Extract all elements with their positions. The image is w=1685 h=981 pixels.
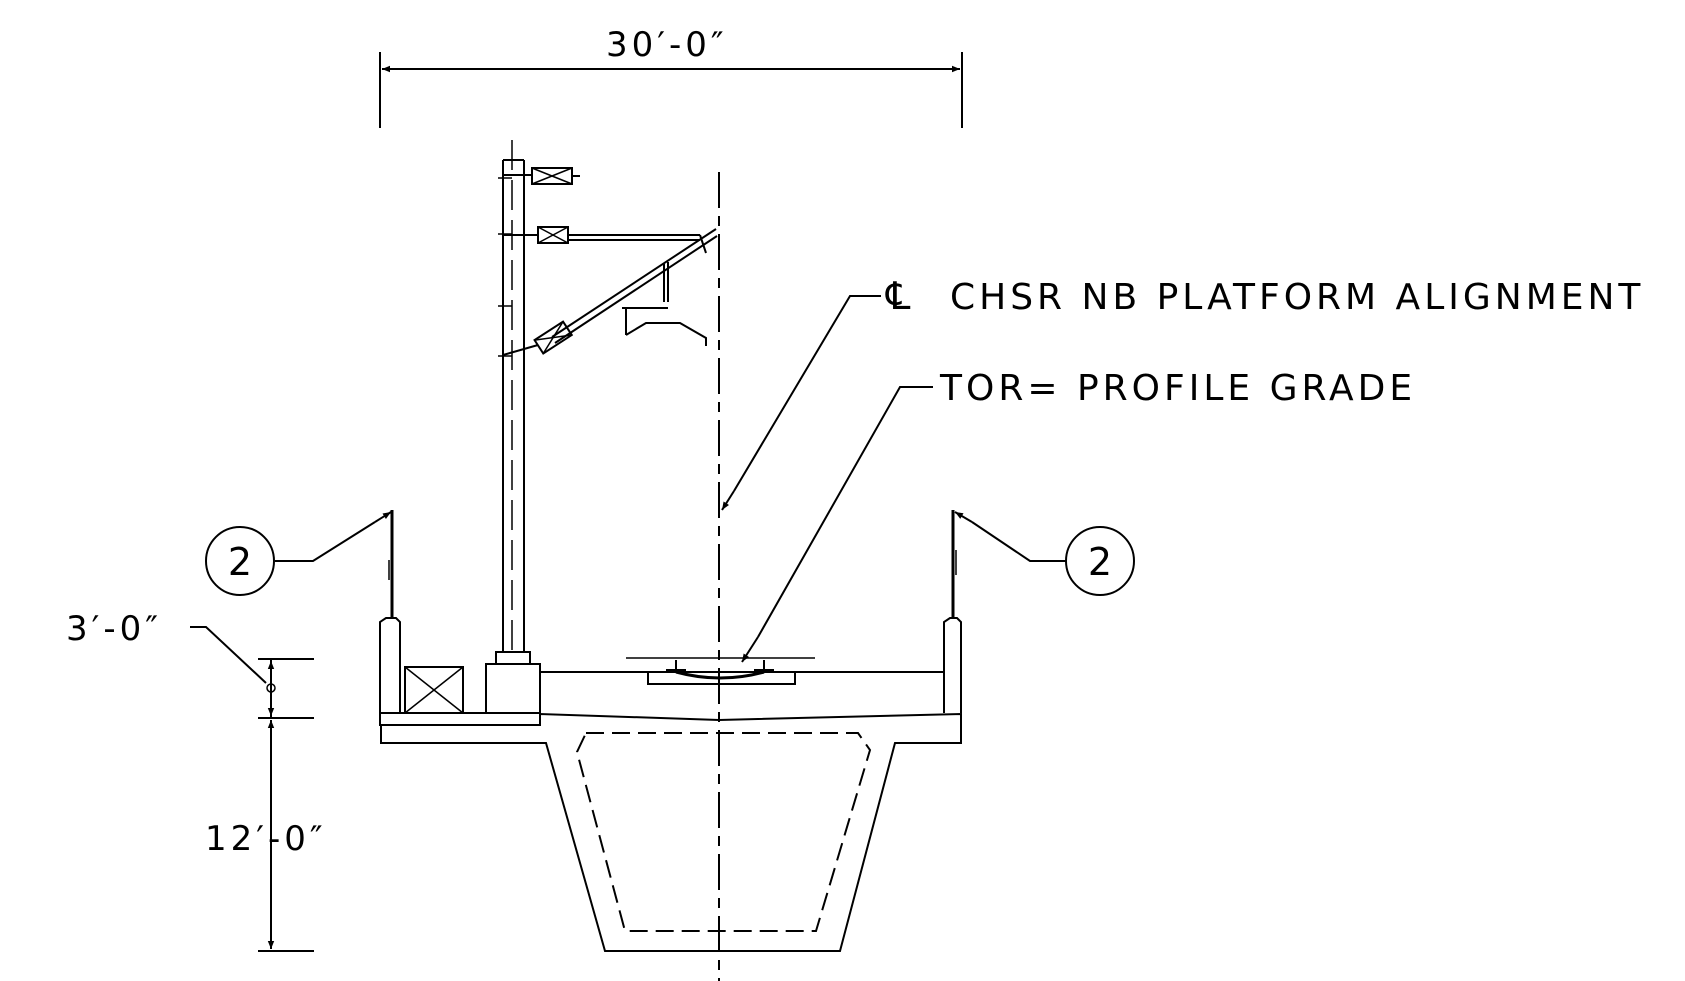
right-parapet — [943, 510, 962, 713]
centerline-symbol: ℄ — [885, 274, 914, 318]
left-bubble-callout: 2 — [205, 511, 392, 596]
track-plinth — [626, 657, 815, 685]
cable-trough — [404, 666, 464, 714]
overall-width-dimension: 30′-0″ — [379, 25, 963, 128]
tor-callout: TOR= PROFILE GRADE — [741, 368, 1416, 663]
girder-depth-label: 12′-0″ — [205, 819, 327, 859]
overall-width-label: 30′-0″ — [606, 25, 728, 65]
tor-label: TOR= PROFILE GRADE — [939, 368, 1416, 409]
deck-surface — [539, 671, 944, 713]
centerline-callout: ℄ CHSR NB PLATFORM ALIGNMENT — [721, 274, 1644, 511]
left-parapet — [379, 510, 401, 713]
rail-height-label: 3′-0″ — [66, 609, 162, 649]
right-bubble-label: 2 — [1088, 540, 1112, 584]
ocs-pole — [485, 140, 541, 714]
right-bubble-callout: 2 — [954, 511, 1135, 596]
rail-height-dimension: 3′-0″ — [66, 609, 314, 719]
left-bubble-label: 2 — [228, 540, 252, 584]
girder-depth-dimension: 12′-0″ — [205, 720, 327, 952]
centerline-label: CHSR NB PLATFORM ALIGNMENT — [950, 277, 1644, 318]
box-girder — [379, 712, 962, 952]
ocs-cantilever — [498, 167, 718, 357]
